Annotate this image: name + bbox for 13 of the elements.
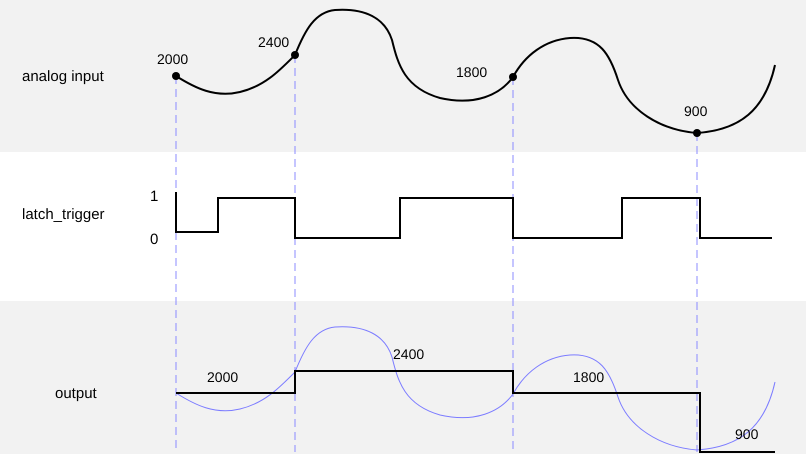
value-label: 2400 [393, 346, 424, 363]
value-label: 1800 [456, 64, 488, 81]
signal-label: latch_trigger [22, 206, 105, 223]
value-label: 1800 [573, 369, 604, 386]
value-label: 2000 [207, 369, 238, 386]
value-label: 2000 [157, 51, 188, 68]
level-label: 0 [150, 231, 158, 248]
value-label: 2400 [258, 34, 290, 51]
signal-label: output [55, 385, 97, 402]
value-label: 900 [735, 426, 758, 443]
value-label: 900 [684, 103, 708, 120]
signal-label: analog input [22, 68, 104, 85]
level-label: 1 [150, 188, 158, 205]
